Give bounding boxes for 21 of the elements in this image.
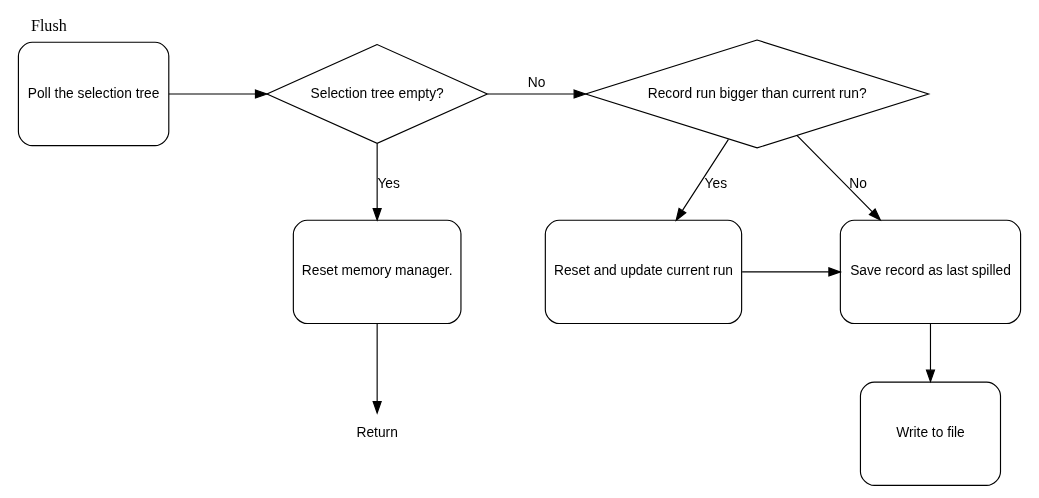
edge-label: No bbox=[849, 175, 867, 191]
arrow bbox=[675, 138, 730, 222]
node-diamond: Selection tree empty? bbox=[265, 43, 489, 144]
edge-label: No bbox=[527, 74, 546, 90]
arrow bbox=[741, 266, 843, 277]
edge-label: Yes bbox=[377, 175, 400, 191]
arrow bbox=[487, 88, 588, 99]
arrow bbox=[796, 134, 882, 221]
arrow bbox=[372, 142, 382, 222]
diagram-title: Flush bbox=[30, 16, 67, 34]
node-text: Return bbox=[356, 424, 398, 440]
node-box: Write to file bbox=[859, 381, 1002, 486]
edge-label: Yes bbox=[704, 175, 728, 191]
arrow bbox=[925, 322, 936, 383]
node-box: Poll the selection tree bbox=[17, 41, 170, 146]
node-box: Save record as last spilled bbox=[839, 219, 1022, 324]
node-box: Reset and update current run bbox=[544, 219, 743, 324]
node-box: Reset memory manager. bbox=[292, 219, 462, 324]
arrow bbox=[168, 88, 269, 99]
node-diamond: Record run bigger than current run? bbox=[583, 38, 931, 148]
arrow bbox=[372, 322, 382, 415]
